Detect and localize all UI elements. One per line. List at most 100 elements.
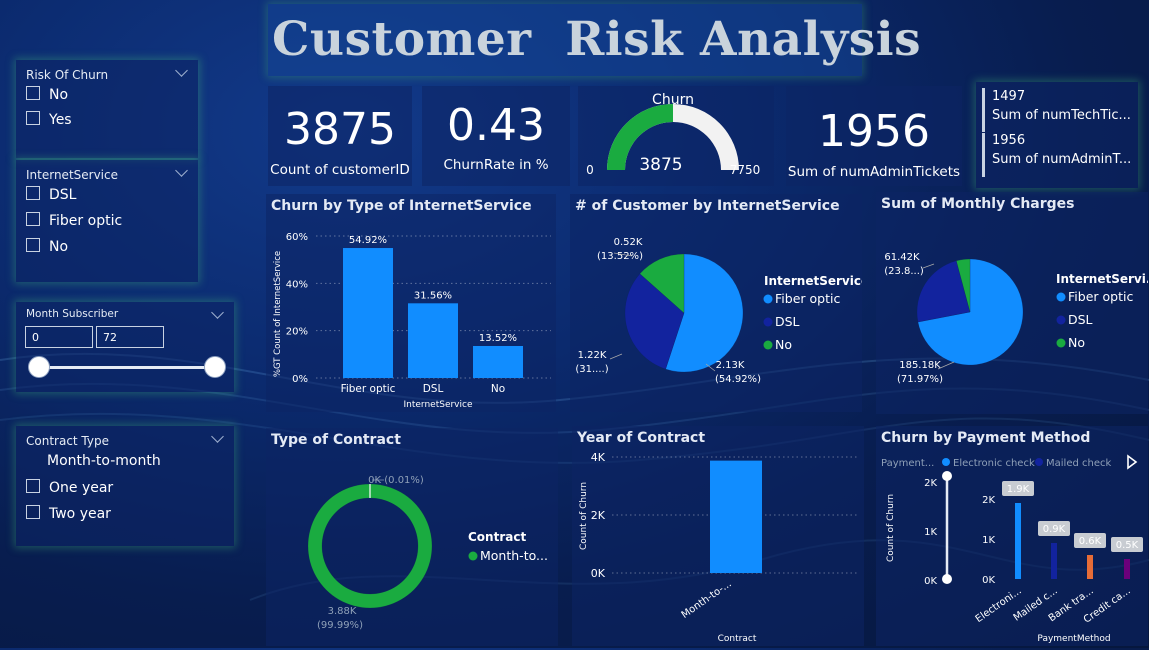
pie-slice[interactable] [308, 484, 432, 608]
checkbox[interactable] [26, 186, 40, 200]
checkbox[interactable] [26, 479, 40, 493]
chevron-down-icon[interactable] [175, 164, 188, 177]
pie-label: 0.52K [614, 237, 643, 248]
gauge-churn[interactable]: Churn 3875 0 7750 [578, 86, 774, 186]
gauge-max: 7750 [730, 163, 761, 177]
multi-card-row-label: Sum of numAdminT... [992, 152, 1131, 167]
bar[interactable] [1051, 543, 1057, 579]
row-accent-bar [982, 133, 985, 177]
y-axis-label: Count of Churn [579, 482, 589, 550]
chart-title: Year of Contract [577, 430, 705, 446]
pie-chart-svg: 0.52K (13.52%) 1.22K (31....) 2.13K (54.… [570, 194, 862, 412]
pie-label: 185.18K [899, 360, 941, 371]
chart-type-of-contract[interactable]: Type of Contract 0K (0.01%) 3.88K (99.99… [266, 428, 558, 646]
slicer-month-subscriber: Month Subscriber 0 72 [16, 302, 234, 392]
checkbox-option-two-year[interactable]: Two year [26, 505, 111, 522]
chevron-down-icon[interactable] [211, 430, 224, 443]
y-tick-label: 0% [292, 374, 308, 385]
range-handle-max[interactable] [204, 356, 226, 378]
legend-dot [764, 341, 773, 350]
kpi-label: ChurnRate in % [422, 157, 570, 173]
next-page-icon[interactable] [1128, 456, 1136, 468]
checkbox[interactable] [26, 86, 40, 100]
checkbox[interactable] [26, 238, 40, 252]
axis-slider-handle-bottom[interactable] [942, 574, 952, 584]
donut-chart-svg: 0K (0.01%) 3.88K (99.99%) Contract Month… [266, 428, 558, 646]
bar-chart-svg: Count of Churn Contract 0K2K4KMonth-to-.… [572, 426, 864, 646]
row-accent-bar [982, 88, 985, 132]
legend-item: DSL [1068, 312, 1093, 327]
multi-card-row-value: 1497 [992, 89, 1025, 104]
bar[interactable] [710, 461, 762, 573]
y-tick-label: 1K [982, 535, 995, 546]
checkbox[interactable] [26, 111, 40, 125]
kpi-card-customer-count[interactable]: 3875 Count of customerID [268, 86, 412, 186]
x-axis-label: Contract [718, 634, 757, 644]
bar[interactable] [408, 303, 458, 378]
x-tick-label: No [491, 383, 505, 395]
bar[interactable] [1015, 503, 1021, 579]
checkbox-option-no[interactable]: No [26, 238, 68, 255]
checkbox-option-no[interactable]: No [26, 86, 68, 103]
x-tick-label: Month-to-... [680, 578, 734, 620]
chart-churn-by-internet-service[interactable]: Churn by Type of InternetService %GT Cou… [266, 194, 556, 412]
chart-year-of-contract[interactable]: Year of Contract Count of Churn Contract… [572, 426, 864, 646]
slider-tick-label: 1K [924, 527, 937, 538]
leader-line [610, 354, 622, 359]
chart-monthly-charges[interactable]: Sum of Monthly Charges 61.42K (23.8...) … [876, 192, 1148, 414]
y-tick-label: 40% [286, 279, 308, 290]
kpi-label: Count of customerID [268, 162, 412, 178]
chart-title: Type of Contract [271, 432, 401, 448]
y-tick-label: 0K [982, 575, 995, 586]
slicer-title: Risk Of Churn [26, 68, 108, 82]
kpi-card-churn-rate[interactable]: 0.43 ChurnRate in % [422, 86, 570, 186]
bar-value-label: 13.52% [479, 333, 517, 344]
slicer-title: InternetService [26, 168, 118, 182]
axis-slider-handle-top[interactable] [942, 471, 952, 481]
bar-value-label: 54.92% [349, 235, 387, 246]
legend-item: Electronic check [953, 458, 1035, 469]
gauge-value: 3875 [639, 155, 682, 175]
bar-value-label: 1.9K [1007, 484, 1030, 495]
y-tick-label: 4K [591, 451, 606, 464]
kpi-value: 0.43 [422, 100, 570, 151]
y-tick-label: 0K [591, 567, 606, 580]
range-max-input[interactable]: 72 [96, 326, 164, 348]
multi-card-row-label: Sum of numTechTic... [992, 108, 1131, 123]
legend-item: Fiber optic [1068, 289, 1133, 304]
checkbox-option-one-year[interactable]: One year [26, 479, 113, 496]
slider-tick-label: 2K [924, 478, 937, 489]
bar[interactable] [343, 248, 393, 378]
checkbox[interactable] [26, 505, 40, 519]
x-axis-label: InternetService [404, 400, 473, 410]
checkbox-option-fiber[interactable]: Fiber optic [26, 212, 122, 229]
chart-churn-by-payment-method[interactable]: Churn by Payment Method Payment... Elect… [876, 426, 1148, 646]
y-tick-label: 2K [982, 495, 995, 506]
kpi-value: 3875 [268, 104, 412, 155]
range-min-input[interactable]: 0 [25, 326, 93, 348]
kpi-card-admin-tickets[interactable]: 1956 Sum of numAdminTickets [786, 86, 962, 186]
checkbox-option-dsl[interactable]: DSL [26, 186, 76, 203]
bar-value-label: 0.6K [1079, 536, 1102, 547]
legend-dot [1057, 316, 1066, 325]
checkbox-option-month-to-month[interactable]: Month-to-month [47, 453, 161, 469]
chart-customer-by-internet-service[interactable]: # of Customer by InternetService 0.52K (… [570, 194, 862, 412]
kpi-label: Sum of numAdminTickets [786, 164, 962, 180]
bar[interactable] [473, 346, 523, 378]
pie-label: (23.8...) [884, 266, 924, 277]
legend-dot [764, 318, 773, 327]
legend-dot [1057, 293, 1066, 302]
chevron-down-icon[interactable] [175, 64, 188, 77]
bar[interactable] [1087, 555, 1093, 579]
bar-chart-svg: %GT Count of InternetService InternetSer… [266, 194, 556, 412]
chevron-down-icon[interactable] [211, 306, 224, 319]
multi-row-card[interactable]: 1497 Sum of numTechTic... 1956 Sum of nu… [976, 82, 1138, 188]
range-handle-min[interactable] [28, 356, 50, 378]
bar[interactable] [1124, 559, 1130, 579]
checkbox-option-yes[interactable]: Yes [26, 111, 72, 128]
donut-label: (99.99%) [317, 620, 363, 631]
slicer-risk-of-churn: Risk Of Churn No Yes [16, 60, 198, 158]
report-title: Customer Risk Analysis [268, 12, 866, 67]
checkbox[interactable] [26, 212, 40, 226]
donut-label: 3.88K [328, 606, 357, 617]
